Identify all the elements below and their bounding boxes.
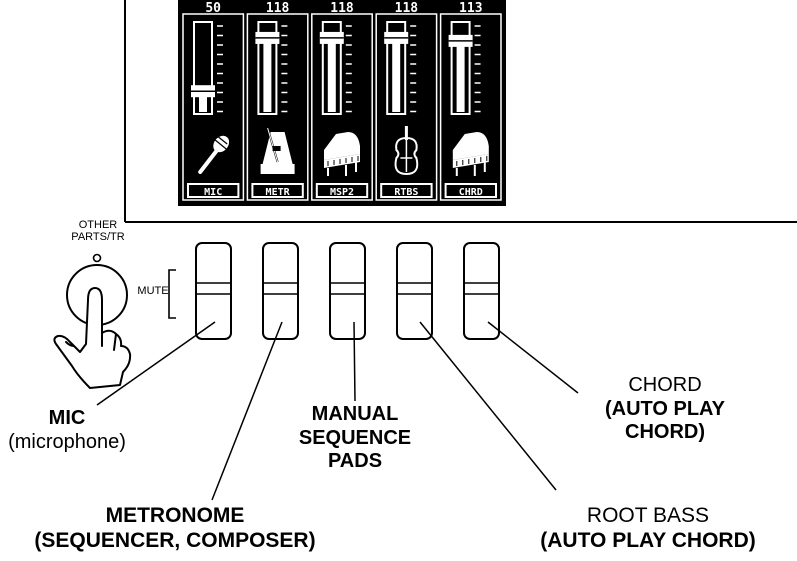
chord-line2: (AUTO PLAY bbox=[604, 397, 726, 420]
lcd-volume-value: 113 bbox=[459, 1, 482, 16]
mic-subtitle: (microphone) bbox=[8, 430, 126, 453]
lcd-channel-frame bbox=[439, 13, 502, 201]
pressing-hand-icon bbox=[53, 287, 132, 389]
microphone-icon bbox=[198, 135, 230, 174]
fader-body[interactable] bbox=[396, 242, 433, 340]
lcd-fader-track bbox=[386, 21, 407, 115]
root-bass-title: ROOT BASS bbox=[586, 504, 710, 527]
fader-chord[interactable] bbox=[463, 242, 500, 340]
lcd-part-tag: MSP2 bbox=[330, 187, 354, 198]
fader-body[interactable] bbox=[262, 242, 299, 340]
chord-label: CHORD (AUTO PLAY CHORD) bbox=[590, 374, 740, 445]
lcd-volume-value: 118 bbox=[330, 1, 354, 16]
lcd-part-tag: CHRD bbox=[459, 187, 483, 198]
root-bass-subtitle: (AUTO PLAY CHORD) bbox=[540, 528, 756, 552]
mic-label: MIC (microphone) bbox=[2, 407, 132, 454]
manual-line2: SEQUENCE bbox=[298, 426, 412, 449]
fader-body[interactable] bbox=[329, 242, 366, 340]
lcd-fader-fill bbox=[392, 41, 401, 112]
button-led bbox=[92, 253, 102, 263]
lcd-fader-fill bbox=[263, 41, 272, 112]
leader-line bbox=[353, 321, 356, 402]
violin-icon bbox=[394, 126, 419, 176]
lcd-fader-fill bbox=[327, 41, 336, 112]
lcd-fader-fill bbox=[199, 95, 207, 112]
leader-line bbox=[487, 321, 579, 394]
metronome-title: METRONOME bbox=[105, 504, 245, 527]
lcd-volume-value: 50 bbox=[205, 1, 221, 16]
mute-label: MUTE bbox=[137, 285, 169, 297]
mic-title: MIC bbox=[48, 407, 86, 429]
leader-line bbox=[96, 321, 216, 406]
chord-line3: CHORD) bbox=[625, 421, 705, 444]
lcd-fader-track bbox=[450, 21, 471, 115]
lcd-part-tag: MIC bbox=[204, 187, 222, 198]
metronome-subtitle: (SEQUENCER, COMPOSER) bbox=[34, 528, 316, 552]
chord-title: CHORD bbox=[628, 374, 702, 396]
lcd-channel-frame bbox=[311, 13, 373, 201]
mute-bracket bbox=[168, 269, 176, 319]
lcd-channel-frame bbox=[246, 13, 309, 201]
fader-body[interactable] bbox=[463, 242, 500, 340]
fader-root-bass[interactable] bbox=[396, 242, 433, 340]
fader-metronome[interactable] bbox=[262, 242, 299, 340]
piano-icon bbox=[452, 132, 489, 176]
metronome-label: METRONOME (SEQUENCER, COMPOSER) bbox=[0, 504, 350, 554]
lcd-part-tag: METR bbox=[266, 187, 291, 198]
fader-body[interactable] bbox=[195, 242, 232, 340]
lcd-channel-frame bbox=[182, 13, 245, 201]
piano-icon bbox=[324, 132, 360, 176]
lcd-fader-track bbox=[321, 21, 342, 115]
leader-line bbox=[211, 321, 283, 501]
manual-line3: PADS bbox=[327, 450, 383, 473]
lcd-volume-value: 118 bbox=[395, 1, 419, 16]
root-bass-label: ROOT BASS (AUTO PLAY CHORD) bbox=[500, 504, 796, 554]
other-parts-line2: PARTS/TR bbox=[71, 230, 125, 243]
lcd-channel-frame bbox=[375, 13, 438, 201]
manual-sequence-pads-label: MANUAL SEQUENCE PADS bbox=[295, 403, 415, 474]
lcd-fader-fill bbox=[456, 44, 465, 112]
lcd-part-tag: RTBS bbox=[394, 187, 418, 198]
fader-manual-sequence-pads[interactable] bbox=[329, 242, 366, 340]
other-parts-line1: OTHER bbox=[78, 219, 118, 231]
leader-line bbox=[419, 321, 557, 491]
lcd-volume-value: 118 bbox=[266, 1, 290, 16]
lcd-fader-track bbox=[193, 21, 213, 115]
manual-line1: MANUAL bbox=[311, 403, 399, 425]
metronome-icon bbox=[260, 127, 295, 174]
other-parts-tr-label: OTHER PARTS/TR bbox=[60, 219, 136, 243]
fader-mic[interactable] bbox=[195, 242, 232, 340]
lcd-fader-track bbox=[257, 21, 278, 115]
